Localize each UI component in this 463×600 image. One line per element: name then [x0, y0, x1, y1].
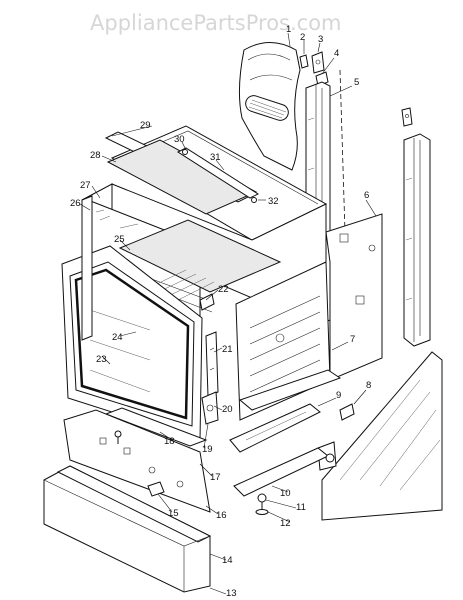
- callout-30: 30: [174, 134, 185, 145]
- callout-28: 28: [90, 150, 101, 161]
- watermark-text: AppliancePartsPros.com: [90, 11, 342, 35]
- callout-27: 27: [80, 180, 91, 191]
- callout-23: 23: [96, 354, 107, 365]
- callout-7: 7: [350, 334, 355, 345]
- leader-lines: [79, 32, 377, 595]
- part-28-insulation: [106, 139, 258, 215]
- callout-32: 32: [268, 196, 279, 207]
- part-screw-19: [114, 430, 122, 444]
- callout-13: 13: [226, 588, 237, 599]
- part-20-19-parts: [201, 391, 219, 425]
- callout-31: 31: [210, 152, 221, 163]
- callout-20: 20: [222, 404, 233, 415]
- part-31-rear-strip: [176, 147, 260, 203]
- callout-24: 24: [112, 332, 123, 343]
- callout-10: 10: [280, 488, 291, 499]
- callout-21: 21: [222, 344, 233, 355]
- part-15-clip: [147, 481, 165, 497]
- callout-6: 6: [364, 190, 369, 201]
- callout-22: 22: [218, 284, 229, 295]
- callout-25: 25: [114, 234, 125, 245]
- part-7-bottom-panel: [238, 369, 342, 411]
- callout-26: 26: [70, 198, 81, 209]
- callout-labels: 1 2 3 4 5 6 7 8 9 10 11 12 13 14 15 16 1…: [70, 24, 371, 599]
- part-right-channel: [401, 107, 431, 347]
- part-1-rear-cover: [238, 42, 301, 171]
- part-18-kick-strip: [104, 407, 208, 447]
- part-26-left-edge: [81, 195, 93, 341]
- part-24-door-frame: [61, 245, 203, 441]
- part-21-hinge: [205, 331, 219, 397]
- callout-18: 18: [164, 436, 175, 447]
- callout-3: 3: [318, 34, 323, 45]
- callout-29: 29: [140, 120, 151, 131]
- callout-5: 5: [354, 77, 359, 88]
- callout-4: 4: [334, 48, 339, 59]
- part-13-14-drawer: [43, 465, 212, 593]
- callout-12: 12: [280, 518, 291, 529]
- callout-14: 14: [222, 555, 233, 566]
- part-9-support: [229, 403, 321, 453]
- callout-8: 8: [366, 380, 371, 391]
- callout-2: 2: [300, 32, 305, 43]
- part-22-bracket: [199, 293, 215, 311]
- part-10-rail: [233, 447, 335, 515]
- callout-9: 9: [336, 390, 341, 401]
- callout-16: 16: [216, 510, 227, 521]
- callout-11: 11: [296, 502, 306, 513]
- part-2-3-4-brackets: [299, 51, 329, 87]
- callout-17: 17: [210, 472, 221, 483]
- callout-15: 15: [168, 508, 179, 519]
- part-16-front-panel: [63, 409, 211, 513]
- callout-1: 1: [286, 24, 291, 35]
- callout-19: 19: [202, 444, 213, 455]
